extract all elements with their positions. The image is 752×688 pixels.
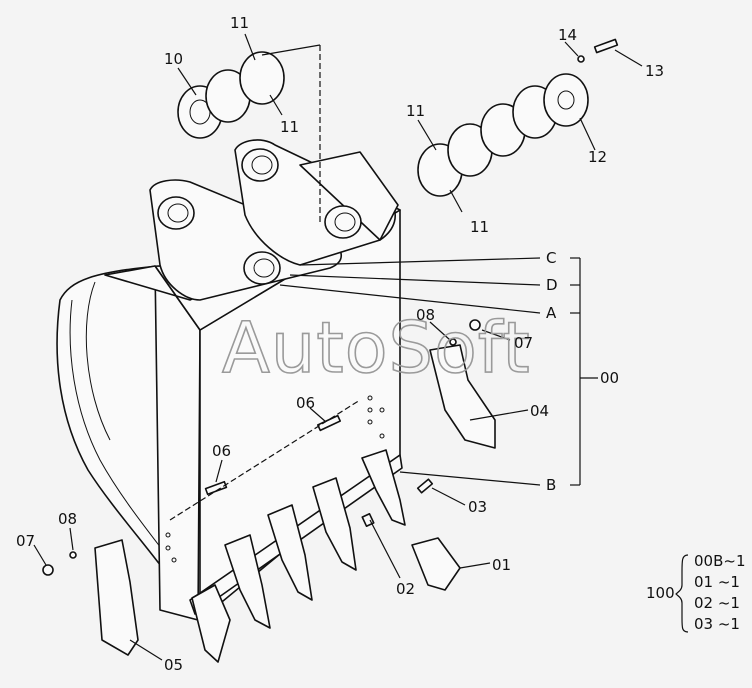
callout-labels: 10 11 11 11 11 14 13 12 C D A B 00 08 07… — [16, 14, 664, 674]
callout-10: 10 — [164, 50, 183, 68]
callout-13: 13 — [645, 62, 664, 80]
callout-11: 11 — [230, 14, 249, 32]
callout-08: 08 — [58, 510, 77, 528]
callout-C: C — [546, 249, 556, 267]
callout-11: 11 — [470, 218, 489, 236]
variant-list: 100 00B~1 01 ~1 02 ~1 03 ~1 — [646, 552, 746, 633]
callout-12: 12 — [588, 148, 607, 166]
callout-03: 03 — [468, 498, 487, 516]
callout-D: D — [546, 276, 558, 294]
callout-08: 08 — [416, 306, 435, 324]
callout-04: 04 — [530, 402, 549, 420]
callout-A: A — [546, 304, 557, 322]
callout-11: 11 — [406, 102, 425, 120]
watermark: AutoSoft — [222, 307, 531, 389]
variant-label: 100 — [646, 584, 675, 602]
shims-left — [177, 51, 285, 139]
callout-06: 06 — [212, 442, 231, 460]
callout-06: 06 — [296, 394, 315, 412]
callout-02: 02 — [396, 580, 415, 598]
shims-right — [417, 73, 589, 197]
bucket-teeth — [191, 449, 461, 663]
variant-item: 02 ~1 — [694, 594, 740, 612]
leader-lines — [33, 33, 643, 661]
callout-B: B — [546, 476, 556, 494]
callout-14: 14 — [558, 26, 577, 44]
callout-01: 01 — [492, 556, 511, 574]
variant-item: 03 ~1 — [694, 615, 740, 633]
callout-00: 00 — [600, 369, 619, 387]
callout-05: 05 — [164, 656, 183, 674]
variant-item: 01 ~1 — [694, 573, 740, 591]
variant-item: 00B~1 — [694, 552, 746, 570]
side-cutters — [94, 344, 496, 656]
callout-11: 11 — [280, 118, 299, 136]
callout-07: 07 — [16, 532, 35, 550]
callout-07: 07 — [514, 334, 533, 352]
